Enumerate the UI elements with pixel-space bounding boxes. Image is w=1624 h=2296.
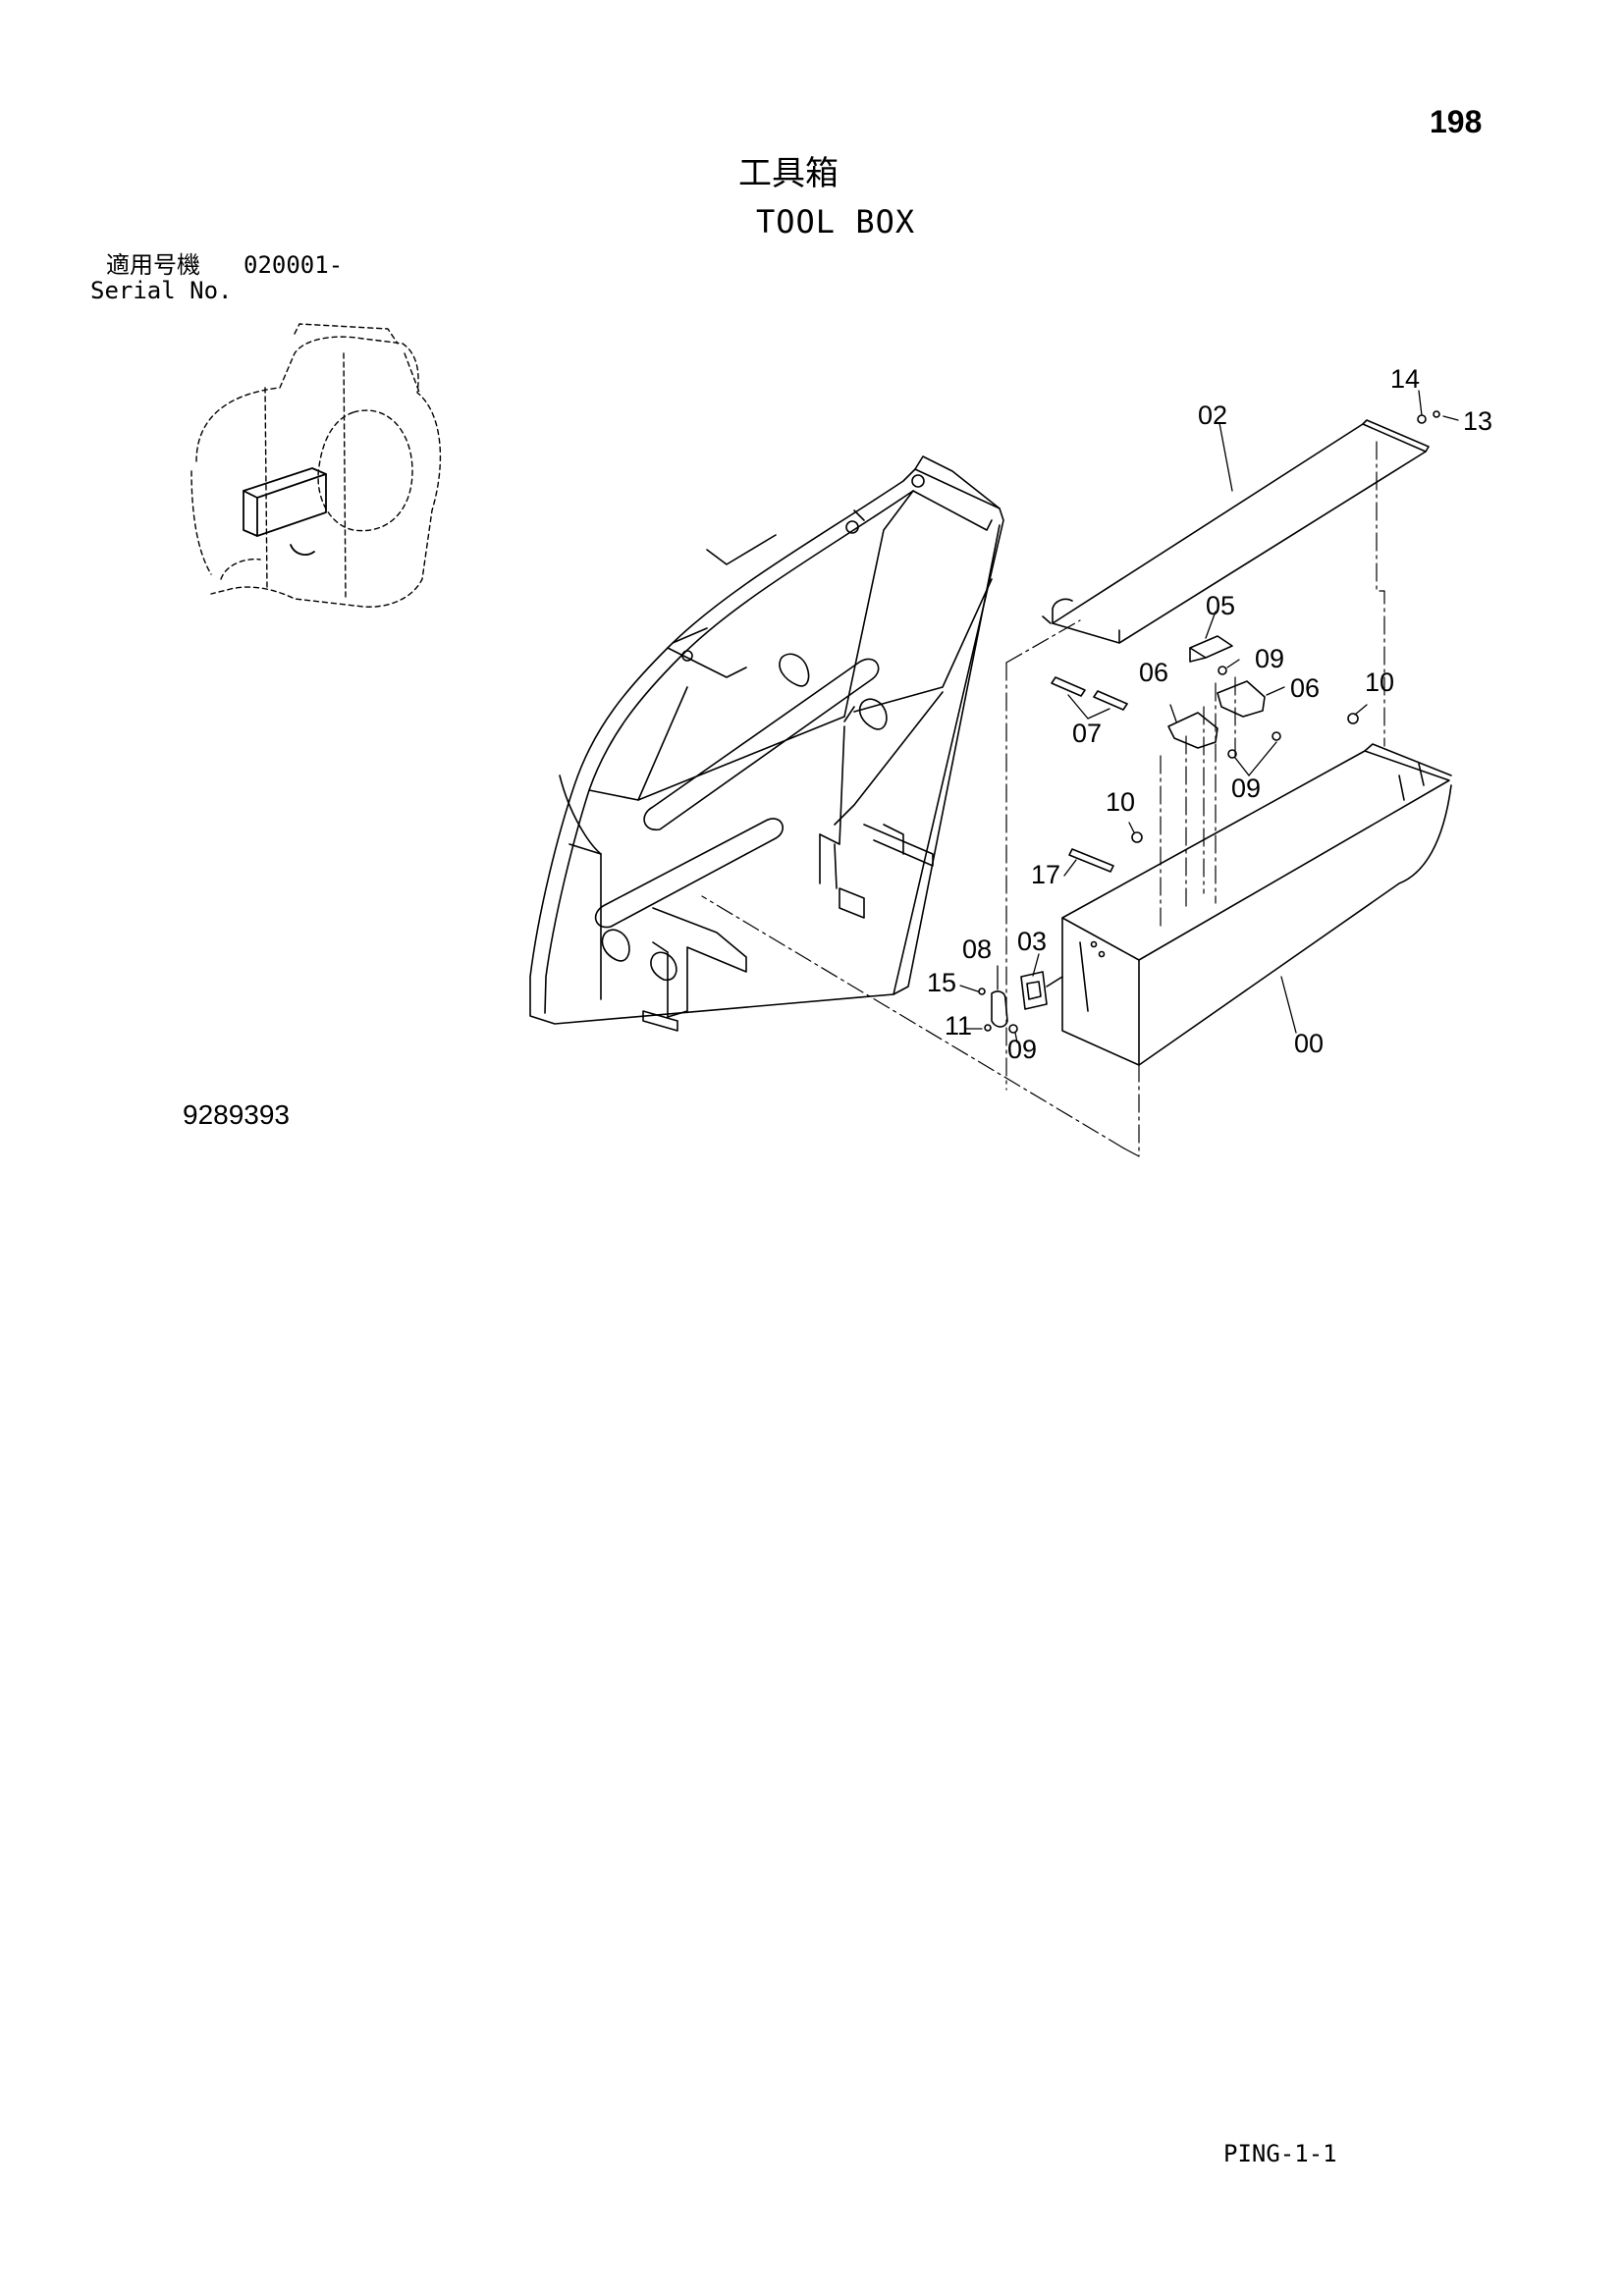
machine-location-thumbnail (190, 323, 442, 608)
serial-label-english: Serial No. (90, 277, 233, 304)
callout-label: 13 (1463, 406, 1492, 436)
sheet-code: PING-1-1 (1223, 2140, 1337, 2167)
clips (1167, 635, 1266, 749)
callout-label: 05 (1206, 591, 1235, 620)
serial-range: 020001- (244, 251, 344, 279)
callout-label: 06 (1139, 658, 1168, 687)
callout-label: 03 (1017, 927, 1047, 956)
tool-box-lid (1042, 419, 1430, 644)
latch-assembly (991, 971, 1063, 1028)
callout-label: 17 (1031, 860, 1060, 889)
callout-label: 00 (1294, 1029, 1324, 1058)
callout-label: 08 (962, 934, 992, 964)
leader-lines (959, 390, 1459, 1043)
tool-box-body (1061, 743, 1452, 1066)
tool-box-location-highlight (243, 467, 327, 556)
callout-label: 10 (1106, 787, 1135, 817)
title-japanese: 工具箱 (738, 154, 839, 193)
fasteners (978, 410, 1440, 1034)
callout-label: 09 (1007, 1035, 1037, 1064)
callout-labels: 14 13 02 05 09 06 06 10 07 09 10 17 08 0… (927, 364, 1492, 1064)
callout-label: 09 (1255, 644, 1284, 673)
callout-label: 06 (1290, 673, 1320, 703)
counterweight-panel (529, 455, 1004, 1032)
title-english: TOOL BOX (756, 203, 916, 240)
callout-label: 07 (1072, 719, 1102, 748)
callout-label: 11 (945, 1011, 972, 1041)
callout-label: 09 (1231, 774, 1261, 803)
callout-label: 02 (1198, 400, 1227, 430)
page-number: 198 (1430, 104, 1483, 139)
callout-label: 10 (1365, 667, 1394, 697)
lid-hooks (1051, 676, 1128, 711)
callout-label: 15 (927, 968, 956, 997)
support-bar (1068, 848, 1114, 873)
drawing-number: 9289393 (183, 1099, 291, 1130)
callout-label: 14 (1390, 364, 1420, 394)
assembly-lines (701, 441, 1385, 1157)
serial-label-japanese: 適用号機 (106, 251, 200, 279)
